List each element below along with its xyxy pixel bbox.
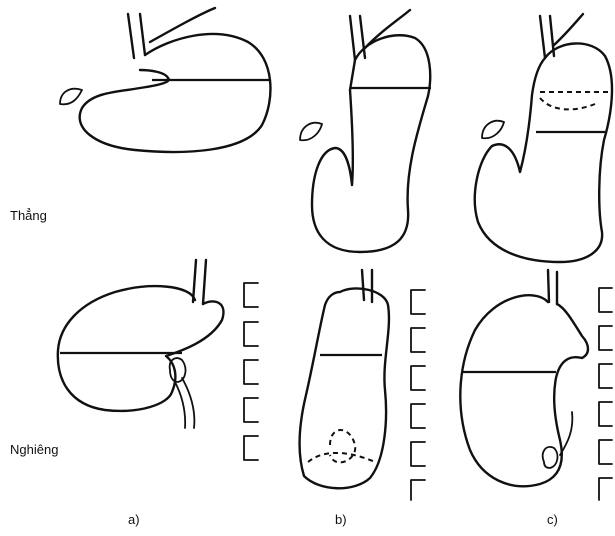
panel-c-upright [475,14,612,262]
fundus-dashed-curve [540,98,595,109]
esophagus-line [128,14,134,58]
panel-a-upright [60,8,270,152]
antrum-dashed-curve [308,453,375,462]
column-label-c: c) [547,512,558,527]
spine-column-b [411,290,425,500]
duodenal-bulb [300,123,322,140]
panel-a-oblique [58,260,224,428]
esophagus-line [140,14,145,55]
esophagus-line [362,270,364,300]
duodenal-bulb [543,447,558,468]
vessel-line [150,8,215,42]
esophagus-line [350,16,355,60]
spine-column-c [599,288,612,500]
column-label-b: b) [335,512,347,527]
stomach-outline [312,35,430,252]
duodenal-bulb [482,121,504,138]
esophagus-line [203,260,206,304]
stomach-outline [80,34,271,152]
row-label-oblique: Nghiêng [10,442,58,457]
panel-b-upright [300,10,431,252]
stomach-outline [460,295,588,486]
panel-b-oblique [300,270,389,488]
vessel-line [553,14,583,46]
stomach-outline [300,288,389,488]
esophagus-line [540,16,545,58]
duodenum-line [182,378,194,428]
bulb-dashed-outline [330,430,355,462]
panel-c-oblique [460,270,588,486]
column-label-a: a) [128,512,140,527]
duodenum-line [174,380,185,428]
row-label-upright: Thẳng [10,208,47,223]
esophagus-line [548,270,549,302]
duodenal-bulb [60,89,82,105]
spine-column-a [244,283,258,460]
stomach-outline [58,286,224,411]
stomach-outline [475,43,612,262]
